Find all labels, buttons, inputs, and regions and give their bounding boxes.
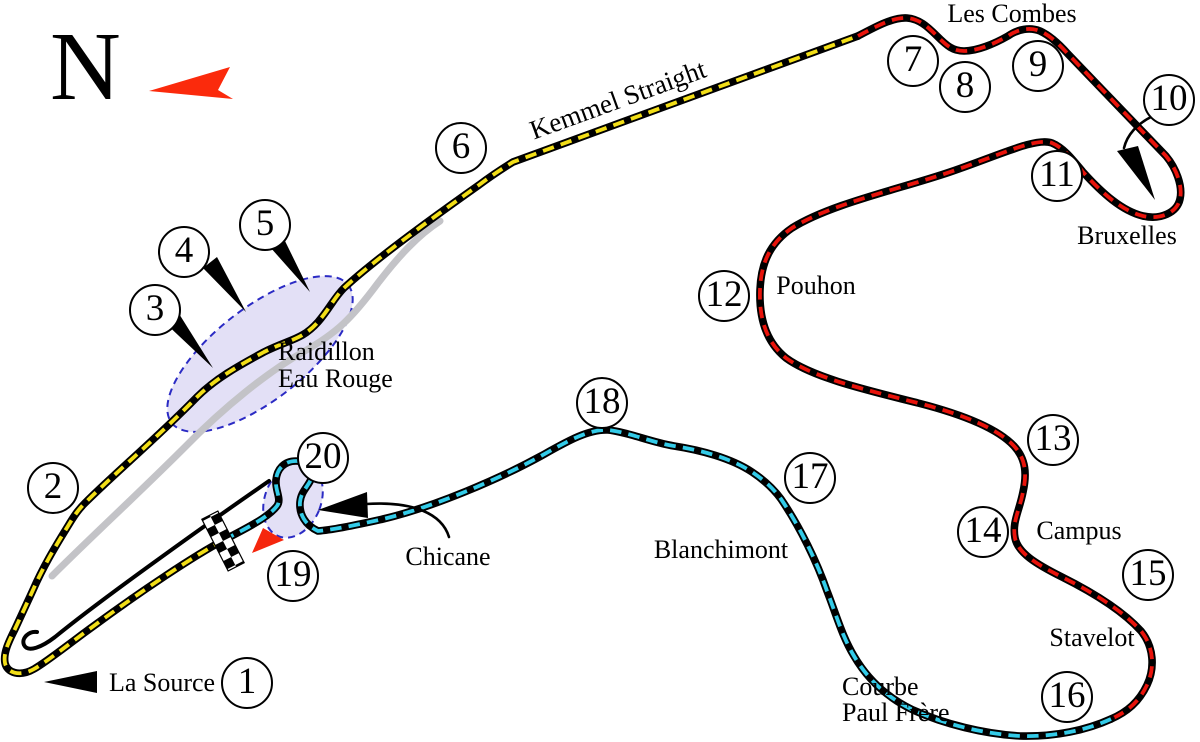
label-bruxelles: Bruxelles [1077, 221, 1177, 250]
label-campus: Campus [1036, 516, 1122, 545]
corner-marker-12: 12 [698, 270, 750, 322]
corner-marker-3: 3 [129, 284, 181, 336]
corner-marker-8: 8 [939, 61, 991, 113]
corner-marker-9: 9 [1012, 40, 1064, 92]
corner-marker-18: 18 [576, 377, 628, 429]
label-eau-rouge: Eau Rouge [278, 364, 393, 393]
turn10-pointer-arrow [1117, 146, 1155, 200]
turn10-pointer-leader [1122, 115, 1153, 150]
corner-marker-11: 11 [1031, 150, 1083, 202]
label-blanchimont: Blanchimont [653, 535, 789, 564]
corner-marker-2: 2 [27, 462, 79, 514]
sector3-dashes [223, 428, 1112, 738]
chicane-pointer-leader [364, 502, 451, 539]
corner-marker-5: 5 [239, 199, 291, 251]
turn5-pointer-arrow [270, 241, 310, 292]
corner-marker-10: 10 [1143, 74, 1195, 126]
turn4-pointer-arrow [203, 257, 246, 312]
la-source-pointer-arrow [44, 671, 97, 693]
corner-marker-13: 13 [1027, 414, 1079, 466]
compass-north-letter: N [50, 13, 121, 121]
corner-marker-4: 4 [158, 226, 210, 278]
corner-marker-15: 15 [1122, 549, 1174, 601]
corner-marker-17: 17 [784, 452, 836, 504]
sector1-dashes [2, 34, 859, 676]
race-direction-arrow [252, 528, 284, 553]
sector3-casing [220, 426, 1115, 740]
chicane-pointer-arrow [318, 492, 368, 518]
corner-marker-16: 16 [1041, 671, 1093, 723]
north-arrow [149, 67, 233, 99]
old-track-ghost-line [48, 217, 444, 580]
corner-marker-19: 19 [267, 550, 319, 602]
label-raidillon: Raidillon [278, 337, 375, 366]
label-chicane: Chicane [405, 542, 491, 571]
sector2-casing [756, 14, 1185, 723]
label-la-source: La Source [108, 668, 216, 697]
label-courbe: Courbe [842, 672, 919, 701]
label-les-combes: Les Combes [947, 0, 1077, 28]
corner-marker-7: 7 [887, 35, 939, 87]
label-stavelot: Stavelot [1049, 623, 1135, 652]
label-pouhon: Pouhon [776, 271, 856, 300]
label-paul-frere: Paul Frère [842, 698, 950, 727]
corner-marker-1: 1 [221, 657, 273, 709]
corner-marker-14: 14 [957, 506, 1009, 558]
corner-marker-20: 20 [297, 432, 349, 484]
start-finish-line [201, 510, 245, 572]
corner-marker-6: 6 [435, 122, 487, 174]
